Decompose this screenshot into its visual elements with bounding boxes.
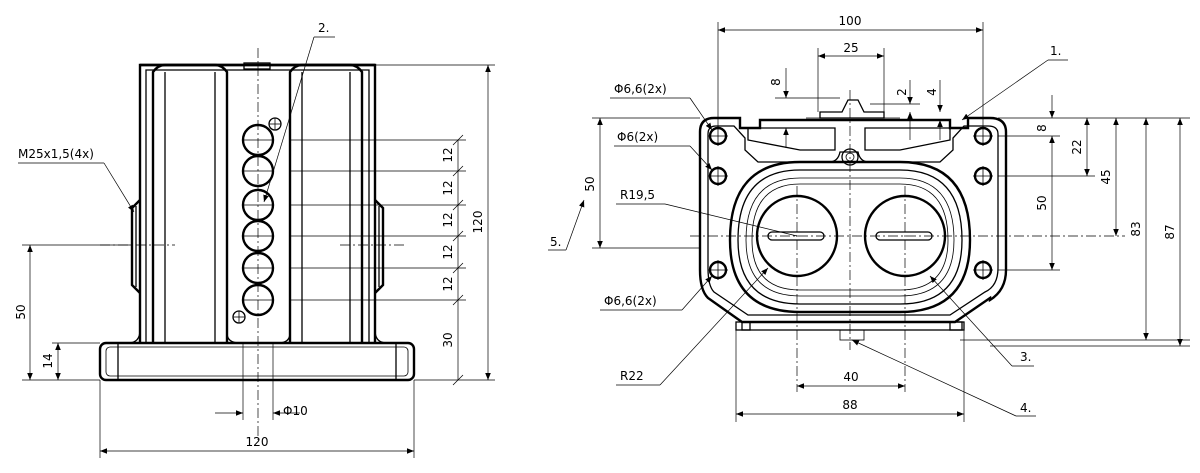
dim-8-top: 8 bbox=[769, 78, 783, 86]
dim-12-d: 12 bbox=[441, 244, 455, 259]
label-r22: R22 bbox=[620, 369, 644, 383]
housing-outline bbox=[698, 116, 1008, 324]
top-actuator bbox=[819, 99, 885, 119]
dim-50-right: 50 bbox=[1035, 195, 1049, 210]
dim-12-e: 12 bbox=[441, 276, 455, 291]
dim-30: 30 bbox=[441, 332, 455, 347]
dim-12-c: 12 bbox=[441, 212, 455, 227]
dim-12-b: 12 bbox=[441, 180, 455, 195]
dim-50-left-front: 50 bbox=[583, 176, 597, 191]
dim-40: 40 bbox=[843, 370, 858, 384]
dim-phi10: Φ10 bbox=[283, 404, 308, 418]
housing-body bbox=[138, 63, 377, 343]
label-phi66-top: Φ6,6(2x) bbox=[614, 82, 667, 96]
front-view: 100 25 8 2 4 1. 8 50 bbox=[548, 14, 1190, 422]
label-phi66-bottom: Φ6,6(2x) bbox=[604, 294, 657, 308]
dim-87: 87 bbox=[1163, 224, 1177, 239]
dim-14: 14 bbox=[41, 353, 55, 368]
window-outer bbox=[728, 160, 972, 314]
label-phi6: Φ6(2x) bbox=[617, 130, 658, 144]
base-flange bbox=[98, 341, 416, 382]
dim-88: 88 bbox=[842, 398, 857, 412]
dim-25: 25 bbox=[843, 41, 858, 55]
dim-12-a: 12 bbox=[441, 147, 455, 162]
left-cable-gland bbox=[130, 199, 141, 294]
dim-120-width: 120 bbox=[246, 435, 269, 449]
dim-100: 100 bbox=[839, 14, 862, 28]
callout-4: 4. bbox=[1020, 401, 1031, 415]
dim-4: 4 bbox=[925, 88, 939, 96]
dim-45: 45 bbox=[1099, 169, 1113, 184]
side-view: 12 12 12 12 12 30 120 50 14 120 Φ10 M25x… bbox=[14, 21, 495, 458]
dim-50-left: 50 bbox=[14, 304, 28, 319]
label-r195: R19,5 bbox=[620, 188, 655, 202]
label-thread: M25x1,5(4x) bbox=[18, 147, 94, 161]
dim-8-right: 8 bbox=[1035, 124, 1049, 132]
dim-120-height: 120 bbox=[471, 211, 485, 234]
callout-2: 2. bbox=[318, 21, 329, 35]
dim-2: 2 bbox=[895, 88, 909, 96]
stacked-holes bbox=[241, 123, 275, 317]
dim-83: 83 bbox=[1129, 221, 1143, 236]
callout-3: 3. bbox=[1020, 350, 1031, 364]
right-cable-gland bbox=[374, 199, 385, 294]
dim-22: 22 bbox=[1070, 139, 1084, 154]
callout-1: 1. bbox=[1050, 44, 1061, 58]
callout-5: 5. bbox=[550, 235, 561, 249]
